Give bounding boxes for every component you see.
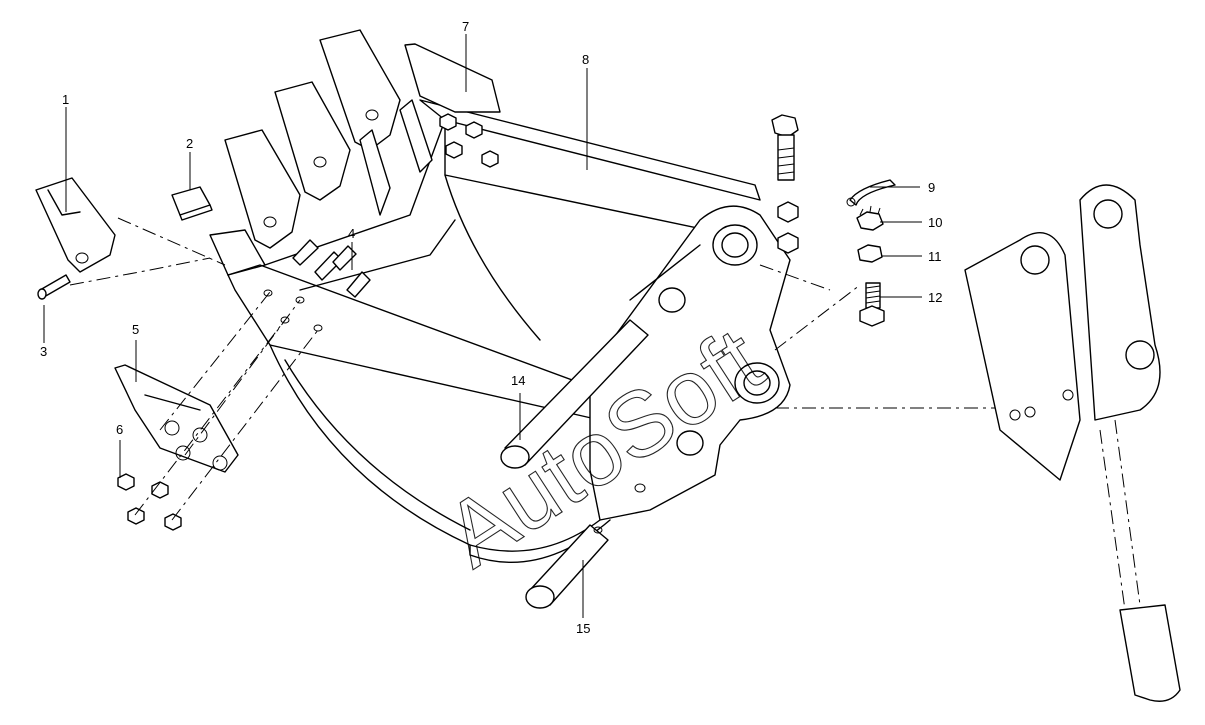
callout-2: 2 <box>186 136 193 151</box>
bolts-4 <box>292 239 371 298</box>
assembly-lines <box>69 217 995 521</box>
tooth-1 <box>35 177 116 273</box>
callout-1: 1 <box>62 92 69 107</box>
callout-11: 11 <box>928 249 942 264</box>
callout-5: 5 <box>132 322 139 337</box>
bolt-top <box>771 114 799 181</box>
callout-14: 14 <box>511 373 525 388</box>
castle-nut-10 <box>856 205 884 231</box>
pin-14 <box>500 319 649 469</box>
callouts: 1 2 3 4 5 6 7 8 9 10 11 12 14 15 <box>40 19 942 636</box>
callout-3: 3 <box>40 344 47 359</box>
nuts-bracket <box>777 201 799 254</box>
callout-8: 8 <box>582 52 589 67</box>
nuts-6 <box>117 473 182 531</box>
mounting-bracket <box>589 205 791 521</box>
nut-11 <box>857 244 883 263</box>
side-cutter-5 <box>114 364 239 473</box>
pin-3 <box>37 274 71 300</box>
callout-10: 10 <box>928 215 942 230</box>
linkage-arms <box>964 184 1181 702</box>
callout-12: 12 <box>928 290 942 305</box>
bucket-teeth <box>224 29 433 249</box>
cotter-pin-9 <box>846 179 896 207</box>
callout-7: 7 <box>462 19 469 34</box>
callout-4: 4 <box>348 226 355 241</box>
pin-15 <box>525 524 609 609</box>
side-plate-7 <box>404 43 501 113</box>
callout-9: 9 <box>928 180 935 195</box>
callout-6: 6 <box>116 422 123 437</box>
wear-plate-2 <box>171 186 213 221</box>
bucket-body <box>209 99 761 564</box>
bolt-12 <box>859 282 885 327</box>
callout-15: 15 <box>576 621 590 636</box>
leader-lines <box>43 34 922 618</box>
